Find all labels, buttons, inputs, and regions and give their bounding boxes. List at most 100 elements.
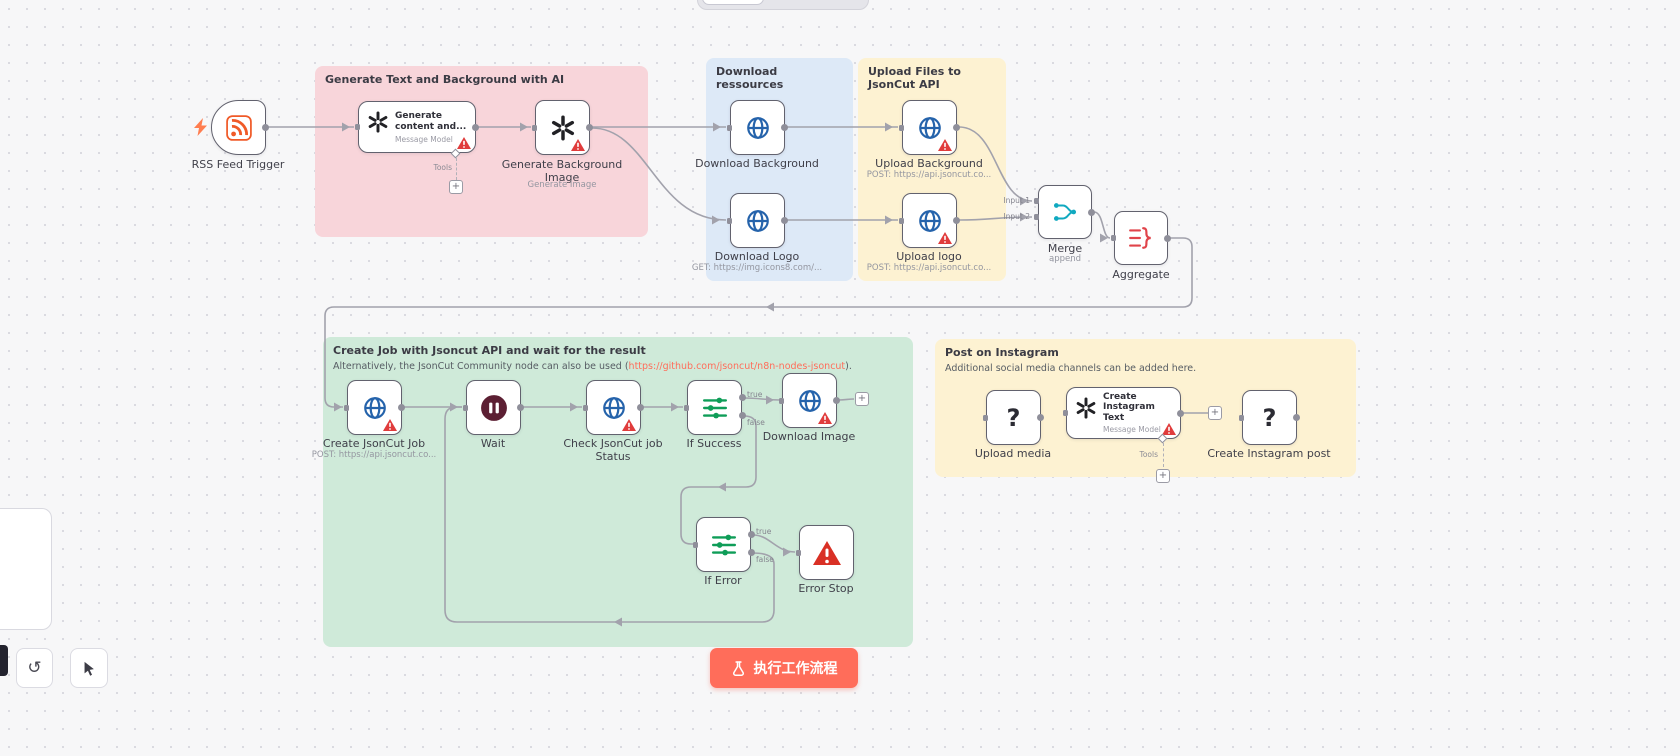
- node-sublabel: Generate Image: [527, 180, 597, 190]
- node-subtitle: Message Model: [1103, 425, 1161, 435]
- node-merge[interactable]: [1038, 185, 1095, 239]
- node-subtitle: Message Model: [395, 134, 453, 144]
- openai-icon: [550, 115, 576, 141]
- if-error-true-port[interactable]: [748, 531, 755, 538]
- warning-icon: [938, 232, 952, 244]
- node-sublabel: POST: https://api.jsoncut.co...: [866, 263, 992, 273]
- node-create-instagram-text[interactable]: Create Instagram Text Message Model: [1063, 387, 1184, 439]
- merge-icon: [1052, 199, 1078, 225]
- node-create-instagram-post[interactable]: ?: [1239, 390, 1300, 445]
- merge-input1-port[interactable]: [1034, 198, 1039, 204]
- output-false-label: false: [756, 555, 774, 564]
- wire-arrow: [766, 395, 774, 405]
- node-sublabel: append: [1048, 254, 1081, 264]
- filter-switch-icon: [702, 397, 728, 419]
- sticky-title: Generate Text and Background with AI: [325, 73, 565, 86]
- jsoncut-community-link[interactable]: https://github.com/jsoncut/n8n-nodes-jso…: [628, 361, 846, 373]
- wire-if-success-true-to-download-image: [743, 397, 781, 401]
- wire-if-error-false-loop-to-wait: [444, 406, 775, 623]
- merge-input2-label: Input 2: [1003, 212, 1030, 221]
- if-success-false-port[interactable]: [739, 412, 746, 419]
- node-if-error[interactable]: [693, 517, 751, 572]
- wire-arrow: [614, 617, 622, 627]
- node-generate-content[interactable]: Generate content and... Message Model: [355, 101, 479, 153]
- tools-connector-line: [456, 158, 457, 180]
- node-error-stop[interactable]: [796, 525, 854, 580]
- left-edge-chip: [0, 645, 8, 676]
- node-wait[interactable]: [463, 380, 524, 435]
- tab-editor[interactable]: 编辑器: [702, 0, 765, 5]
- unknown-node-icon: ?: [1006, 403, 1021, 432]
- tools-connector-line: [1163, 443, 1164, 467]
- wire-arrow: [885, 122, 893, 132]
- add-tool-button[interactable]: +: [449, 180, 463, 194]
- warning-icon: [383, 419, 397, 431]
- node-aggregate[interactable]: [1111, 211, 1171, 265]
- node-download-background[interactable]: [727, 100, 788, 155]
- globe-icon: [745, 115, 771, 141]
- wire-arrow: [1100, 233, 1108, 243]
- wire-arrow: [334, 402, 342, 412]
- globe-icon: [362, 395, 388, 421]
- openai-icon: [1075, 396, 1097, 419]
- node-upload-media[interactable]: ?: [983, 390, 1044, 445]
- globe-icon: [917, 115, 943, 141]
- node-download-image[interactable]: [779, 373, 840, 428]
- add-node-button[interactable]: +: [1208, 406, 1222, 420]
- node-download-logo[interactable]: [727, 193, 788, 248]
- node-title: Create Instagram Text: [1103, 391, 1155, 423]
- if-success-true-port[interactable]: [739, 394, 746, 401]
- node-label: Check JsonCut job Status: [563, 437, 663, 464]
- node-sublabel: POST: https://api.jsoncut.co...: [866, 170, 992, 180]
- tab-evaluations[interactable]: 评估: [816, 0, 864, 4]
- undo-button[interactable]: ↺: [16, 648, 53, 688]
- wire-arrow: [671, 402, 679, 412]
- pause-icon: [480, 394, 508, 422]
- wire-merge-to-aggregate: [1093, 211, 1111, 239]
- globe-icon: [601, 395, 627, 421]
- sticky-subtitle-text: Alternatively, the JsonCut Community nod…: [333, 361, 629, 373]
- globe-icon: [917, 208, 943, 234]
- tab-executions[interactable]: 执行: [766, 0, 814, 4]
- warning-icon: [457, 137, 471, 149]
- node-create-jsoncut-job[interactable]: [344, 380, 405, 435]
- globe-icon: [797, 388, 823, 414]
- node-generate-background-image[interactable]: [532, 100, 593, 155]
- node-if-success[interactable]: [684, 380, 742, 435]
- output-true-label: true: [756, 527, 772, 536]
- sticky-title: Upload Files to JsonCut API: [868, 65, 961, 92]
- output-true-label: true: [747, 390, 763, 399]
- node-label: If Success: [686, 437, 742, 450]
- filter-switch-icon: [711, 534, 737, 556]
- node-upload-background[interactable]: [899, 100, 960, 155]
- node-label: Aggregate: [1112, 268, 1170, 281]
- node-label: Upload media: [974, 447, 1052, 460]
- node-label: Upload logo: [896, 250, 962, 263]
- tidy-up-button[interactable]: [70, 648, 108, 688]
- node-upload-logo[interactable]: [899, 193, 960, 248]
- warning-icon: [1162, 423, 1176, 435]
- if-error-false-port[interactable]: [748, 549, 755, 556]
- wire-arrow: [1020, 196, 1028, 206]
- node-label: If Error: [704, 574, 742, 587]
- left-edge-panel[interactable]: [0, 508, 52, 630]
- node-label: Create JsonCut Job: [322, 437, 426, 450]
- wire-arrow: [783, 547, 791, 557]
- wire-if-error-true-to-error-stop: [752, 534, 796, 553]
- add-tool-button[interactable]: +: [1156, 469, 1170, 483]
- rss-icon: [225, 114, 252, 141]
- node-rss-feed-trigger[interactable]: [211, 100, 269, 155]
- merge-input2-port[interactable]: [1034, 214, 1039, 220]
- node-label: Upload Background: [875, 157, 983, 170]
- node-sublabel: GET: https://img.icons8.com/...: [691, 263, 823, 273]
- wire-bg-image-to-download-logo: [591, 127, 727, 221]
- node-check-jsoncut-job-status[interactable]: [583, 380, 644, 435]
- add-node-button[interactable]: +: [855, 392, 869, 406]
- wire-arrow: [712, 215, 720, 225]
- execute-workflow-button[interactable]: 执行工作流程: [710, 648, 858, 688]
- node-label: Create Instagram post: [1207, 447, 1331, 460]
- flask-icon: [731, 660, 746, 677]
- node-label: Error Stop: [798, 582, 854, 595]
